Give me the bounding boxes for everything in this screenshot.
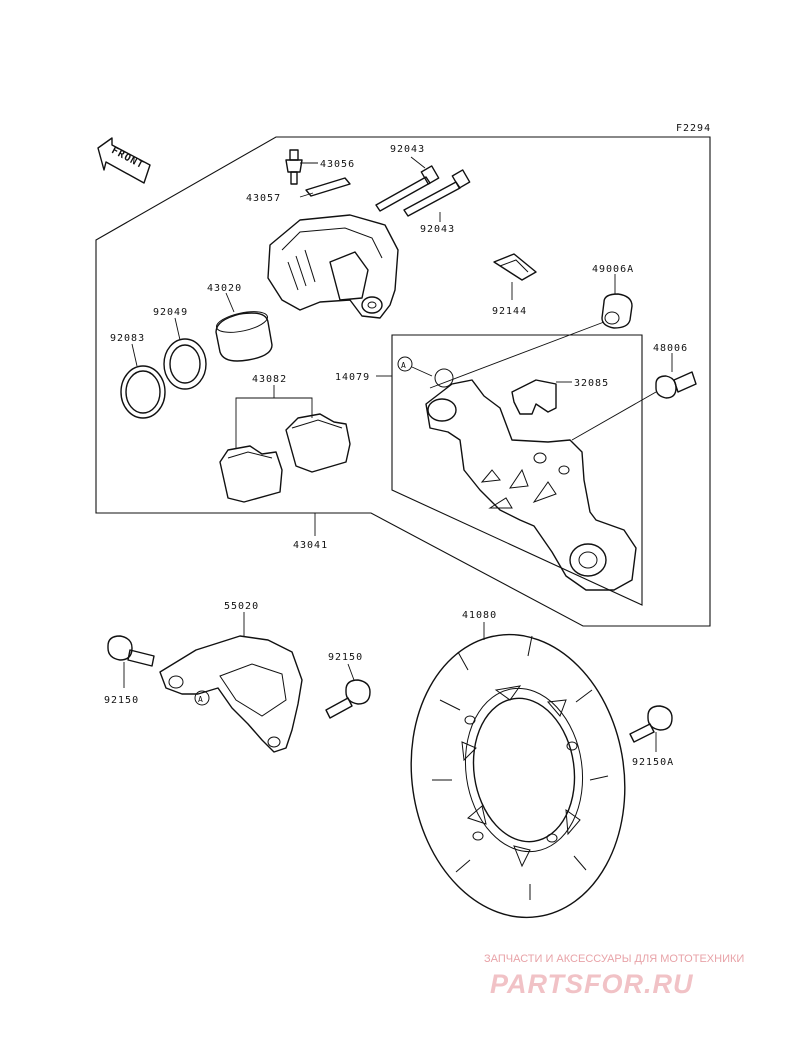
spring-32085 (511, 379, 557, 415)
seal-92083 (120, 365, 166, 419)
front-arrow-icon: FRONT (97, 137, 151, 184)
pad-spring-92144 (493, 253, 537, 281)
label-43056: 43056 (320, 159, 355, 170)
callout-a-circle-2 (194, 690, 210, 706)
label-14079: 14079 (335, 372, 370, 383)
pin-92043-a (375, 165, 440, 212)
piston-43020 (215, 311, 273, 362)
watermark-subtitle: ЗАПЧАСТИ И АКСЕССУАРЫ ДЛЯ МОТОТЕХНИКИ (484, 953, 744, 965)
label-92150-left: 92150 (104, 695, 139, 706)
assembly-frame-14079 (391, 334, 643, 606)
watermark-brand: PARTSFOR.RU (490, 969, 694, 999)
caliper-body (267, 214, 399, 319)
bolt-92150A (629, 705, 673, 743)
label-43041: 43041 (293, 540, 328, 551)
label-92083: 92083 (110, 333, 145, 344)
label-92150A: 92150A (632, 757, 674, 768)
figure-code: F2294 (676, 123, 711, 134)
label-43082: 43082 (252, 374, 287, 385)
seal-92049 (163, 338, 207, 390)
label-49006A: 49006A (592, 264, 634, 275)
caliper-guard-55020 (159, 635, 303, 753)
label-43020: 43020 (207, 283, 242, 294)
brake-pad-43082-a (219, 445, 283, 503)
label-92043-bottom: 92043 (420, 224, 455, 235)
callout-a-bottom: A (198, 695, 204, 704)
pin-92043-b (403, 169, 471, 217)
label-92049: 92049 (153, 307, 188, 318)
assembly-frame-43041 (95, 136, 711, 627)
bleeder-screw-43056 (285, 149, 303, 185)
bolt-92150-left (107, 635, 155, 667)
brake-pad-43082-b (285, 413, 351, 473)
label-92043-top: 92043 (390, 144, 425, 155)
caliper-holder-14079 (425, 368, 637, 591)
bolt-92150-mid (325, 679, 371, 719)
pin-bolt-48006 (655, 371, 697, 399)
label-43057: 43057 (246, 193, 281, 204)
label-92144: 92144 (492, 306, 527, 317)
brake-disc-41080 (410, 633, 626, 919)
boot-49006A (601, 293, 633, 329)
label-55020: 55020 (224, 601, 259, 612)
label-41080: 41080 (462, 610, 497, 621)
callout-a-top: A (401, 361, 407, 370)
label-32085: 32085 (574, 378, 609, 389)
label-92150-mid: 92150 (328, 652, 363, 663)
callout-a-circle (397, 356, 413, 372)
label-48006: 48006 (653, 343, 688, 354)
